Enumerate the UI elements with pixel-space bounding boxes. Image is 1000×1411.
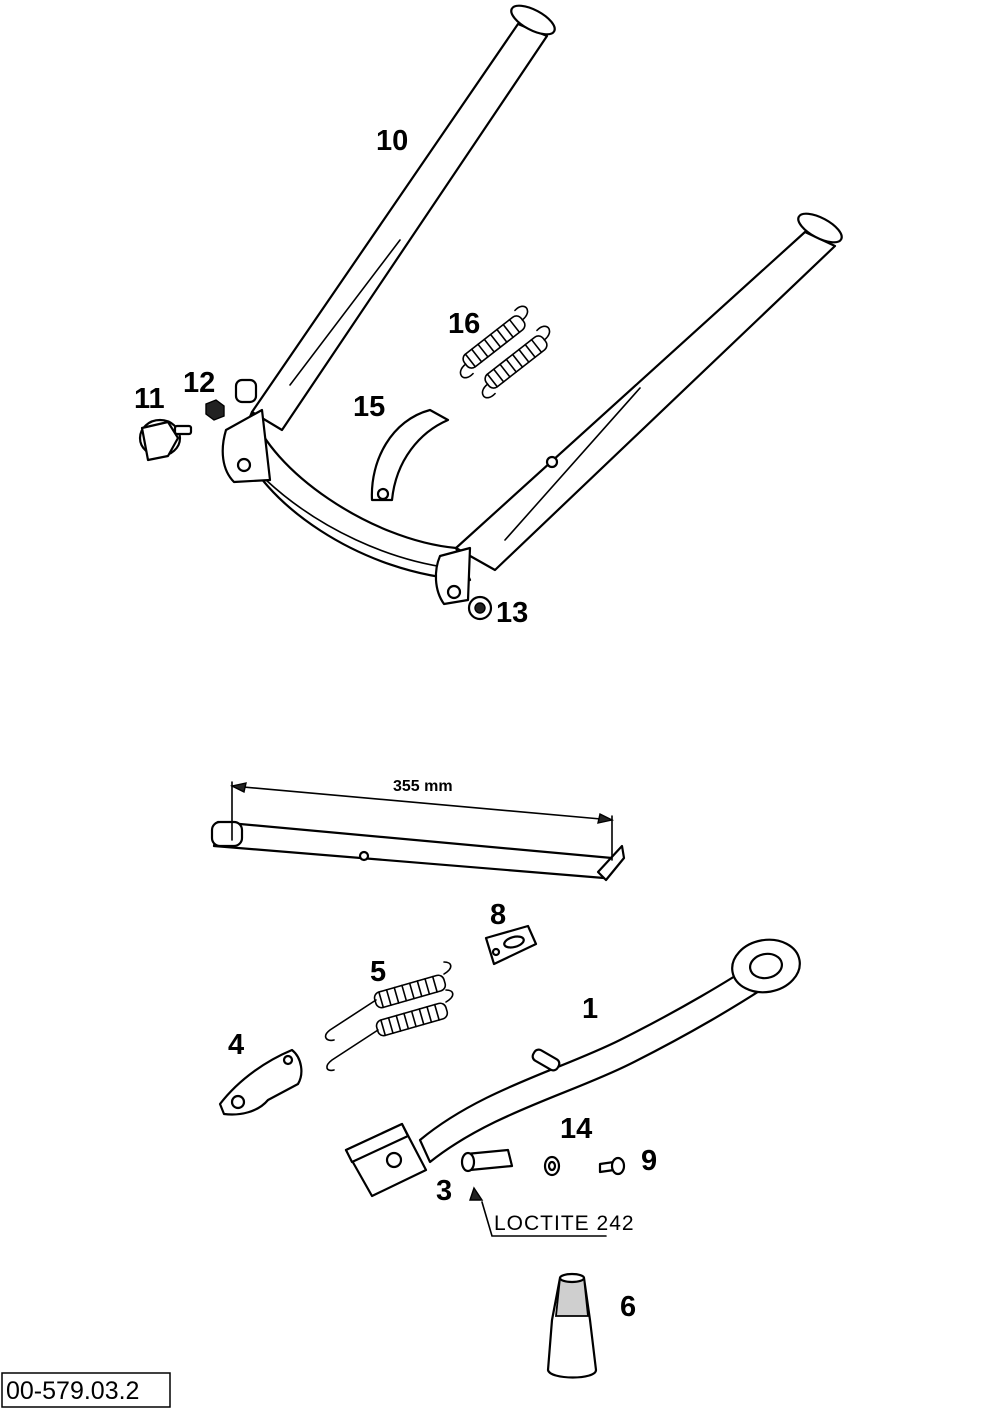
- label-part-3: 3: [436, 1175, 452, 1207]
- loctite-leader-line: [481, 1201, 607, 1237]
- label-part-15: 15: [353, 391, 385, 423]
- reference-box: [1, 1372, 171, 1408]
- label-part-5: 5: [370, 956, 386, 988]
- label-part-16: 16: [448, 308, 480, 340]
- label-part-9: 9: [641, 1145, 657, 1177]
- springs-16: [459, 305, 551, 399]
- dimension-label: 355 mm: [393, 778, 453, 795]
- label-part-14: 14: [560, 1113, 592, 1145]
- label-part-10: 10: [376, 125, 408, 157]
- loctite-bottle-6: [546, 1272, 598, 1379]
- label-part-8: 8: [490, 899, 506, 931]
- screw-9: [598, 1156, 626, 1176]
- label-part-4: 4: [228, 1029, 244, 1061]
- label-part-1: 1: [582, 993, 598, 1025]
- bolt-3: [460, 1148, 514, 1201]
- side-stand-1: [344, 938, 801, 1198]
- washer-14: [543, 1155, 561, 1177]
- nut-13: [467, 595, 493, 621]
- loctite-note: LOCTITE 242: [494, 1212, 635, 1235]
- center-stand: [221, 4, 843, 606]
- label-part-12: 12: [183, 367, 215, 399]
- label-part-6: 6: [620, 1291, 636, 1323]
- side-stand-dimension-view: [210, 781, 626, 882]
- bracket-4: [218, 1048, 303, 1116]
- bumper-11: [138, 418, 193, 462]
- nut-12: [205, 399, 225, 421]
- bracket-15: [370, 408, 450, 502]
- springs-5: [324, 961, 454, 1072]
- reference-number: 00-579.03.2: [6, 1377, 139, 1405]
- label-part-11: 11: [134, 383, 165, 415]
- plate-8: [484, 924, 538, 966]
- label-part-13: 13: [496, 597, 528, 629]
